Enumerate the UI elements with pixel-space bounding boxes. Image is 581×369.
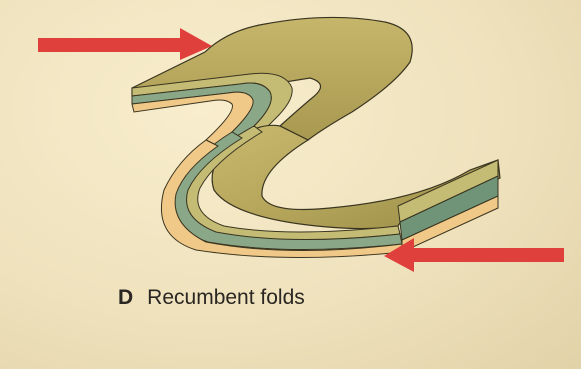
compression-arrow-left (38, 28, 212, 60)
caption-text: Recumbent folds (147, 286, 305, 309)
panel-letter: D (118, 286, 133, 309)
figure-caption: D Recumbent folds (118, 286, 305, 310)
compression-arrow-right (384, 238, 564, 272)
